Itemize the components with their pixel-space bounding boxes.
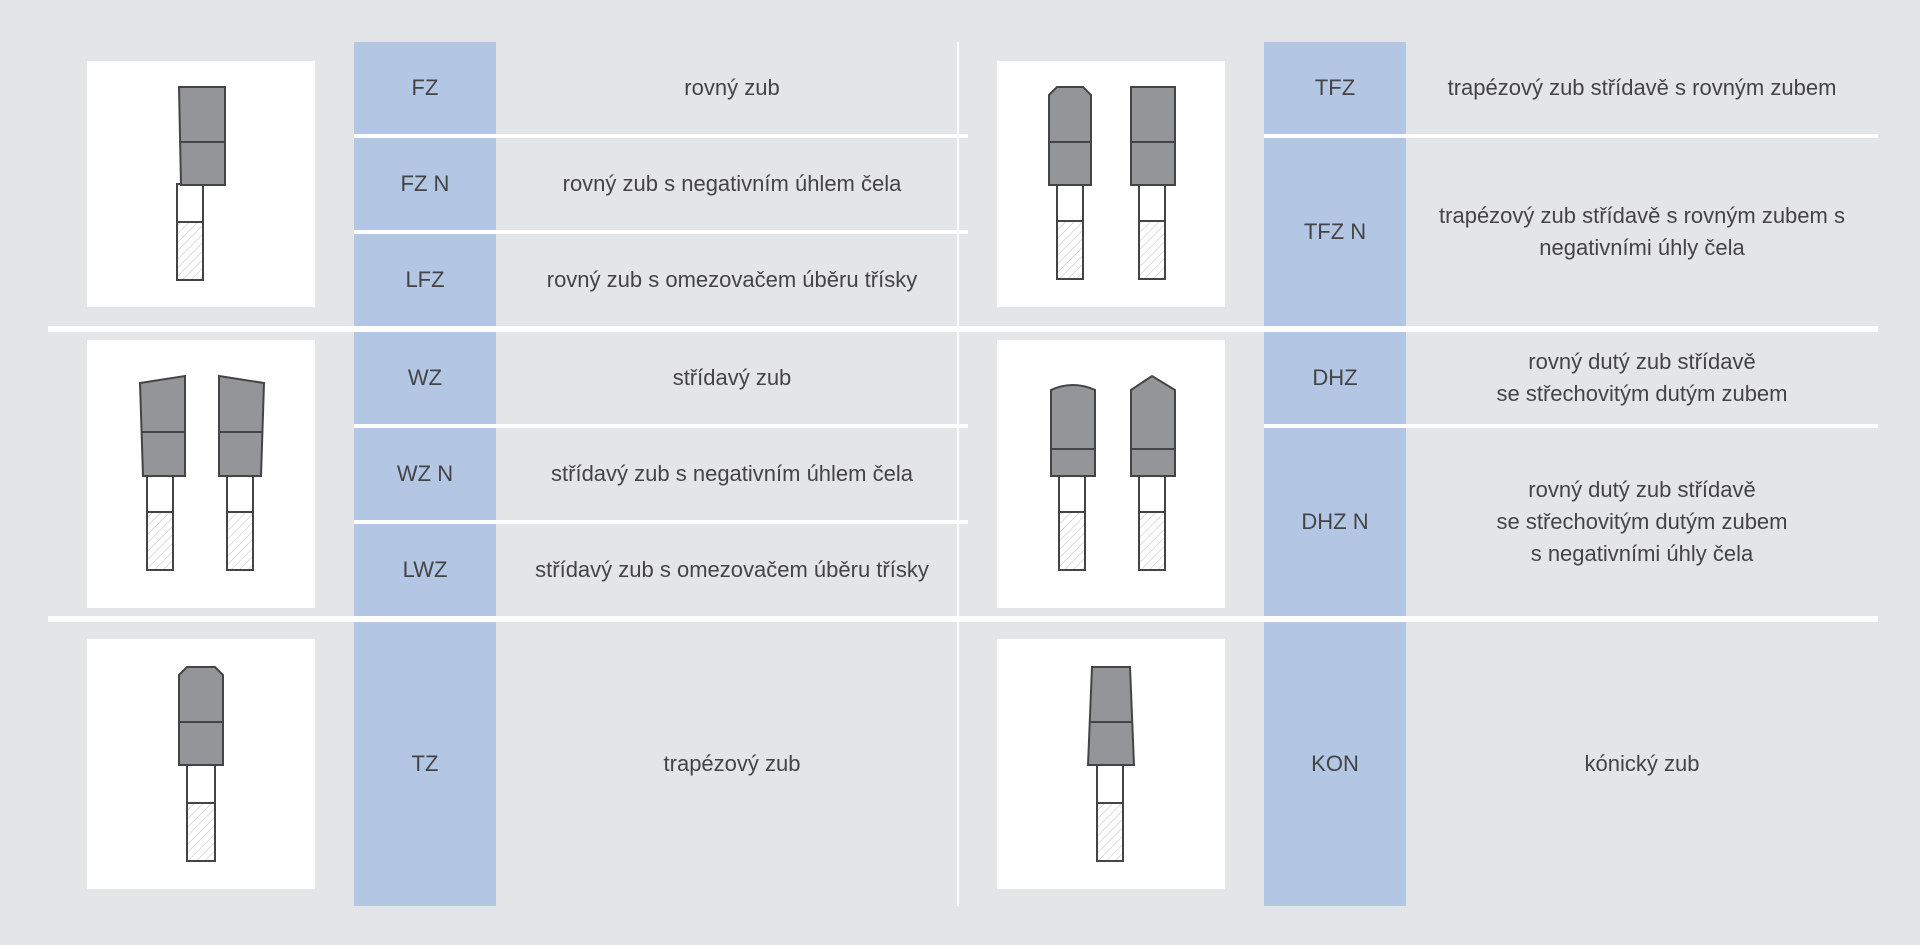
straight-tooth-icon [176, 86, 226, 281]
code-column: FZ FZ N LFZ [354, 42, 496, 326]
code-column: DHZ DHZ N [1264, 332, 1406, 616]
group-conical-tooth: KON kónický zub [958, 622, 1878, 906]
description-cell: rovný zub s negativním úhlem čela [562, 171, 902, 196]
code-cell: FZ [354, 42, 496, 134]
conical-tooth-icon [1086, 666, 1136, 862]
alternate-tooth-icon [138, 374, 266, 571]
code-cell: WZ N [354, 428, 496, 520]
image-cell [958, 622, 1264, 906]
code-cell: FZ N [354, 138, 496, 230]
tooth-figure-tfz [997, 61, 1225, 307]
tooth-figure-wz [87, 340, 315, 608]
image-cell [48, 42, 354, 326]
code-cell: DHZ [1264, 332, 1406, 424]
hollow-tooth-icon [1050, 374, 1176, 571]
description-column: trapézový zub [496, 622, 968, 906]
description-cell: rovný dutý zub střídavě se střechovitým … [1496, 477, 1788, 566]
group-trapezoid-flat-tooth: TFZ TFZ N trapézový zub střídavě s rovný… [958, 42, 1878, 326]
code-column: TZ [354, 622, 496, 906]
description-column: rovný zub rovný zub s negativním úhlem č… [496, 42, 968, 326]
trapezoid-flat-tooth-icon [1048, 86, 1176, 280]
code-cell: WZ [354, 332, 496, 424]
image-cell [958, 42, 1264, 326]
image-cell [958, 332, 1264, 616]
code-cell: DHZ N [1264, 428, 1406, 616]
description-cell: rovný dutý zub střídavě se střechovitým … [1496, 349, 1788, 406]
description-cell: střídavý zub s omezovačem úběru třísky [535, 557, 929, 582]
description-cell: trapézový zub [663, 751, 801, 776]
trapezoid-tooth-icon [178, 666, 224, 862]
description-cell: střídavý zub s negativním úhlem čela [551, 461, 913, 486]
group-trapezoid-tooth: TZ trapézový zub [48, 622, 968, 906]
code-column: KON [1264, 622, 1406, 906]
description-cell: kónický zub [1584, 751, 1700, 776]
description-cell: rovný zub [684, 75, 780, 100]
description-column: trapézový zub střídavě s rovným zubem tr… [1406, 42, 1878, 326]
group-straight-tooth: FZ FZ N LFZ rovný zub rovný zub s negati… [48, 42, 968, 326]
image-cell [48, 622, 354, 906]
code-cell: LFZ [354, 234, 496, 326]
description-cell: trapézový zub střídavě s rovným zubem s … [1439, 203, 1845, 260]
code-column: TFZ TFZ N [1264, 42, 1406, 326]
left-panel: FZ FZ N LFZ rovný zub rovný zub s negati… [48, 42, 968, 906]
code-column: WZ WZ N LWZ [354, 332, 496, 616]
group-hollow-tooth: DHZ DHZ N rovný dutý zub střídavě se stř… [958, 332, 1878, 616]
description-cell: trapézový zub střídavě s rovným zubem [1447, 75, 1837, 100]
description-column: kónický zub [1406, 622, 1878, 906]
code-cell: TFZ N [1264, 138, 1406, 326]
tooth-figure-kon [997, 639, 1225, 889]
tooth-figure-fz [87, 61, 315, 307]
description-column: rovný dutý zub střídavě se střechovitým … [1406, 332, 1878, 616]
tooth-figure-dhz [997, 340, 1225, 608]
group-alternate-tooth: WZ WZ N LWZ střídavý zub střídavý zub s … [48, 332, 968, 616]
image-cell [48, 332, 354, 616]
code-cell: LWZ [354, 524, 496, 616]
description-cell: střídavý zub [672, 365, 792, 390]
code-cell: KON [1264, 622, 1406, 906]
description-cell: rovný zub s omezovačem úběru třísky [546, 267, 918, 292]
right-panel: TFZ TFZ N trapézový zub střídavě s rovný… [958, 42, 1878, 906]
description-column: střídavý zub střídavý zub s negativním ú… [496, 332, 968, 616]
tooth-figure-tz [87, 639, 315, 889]
center-divider [957, 42, 959, 906]
code-cell: TFZ [1264, 42, 1406, 134]
code-cell: TZ [354, 622, 496, 906]
